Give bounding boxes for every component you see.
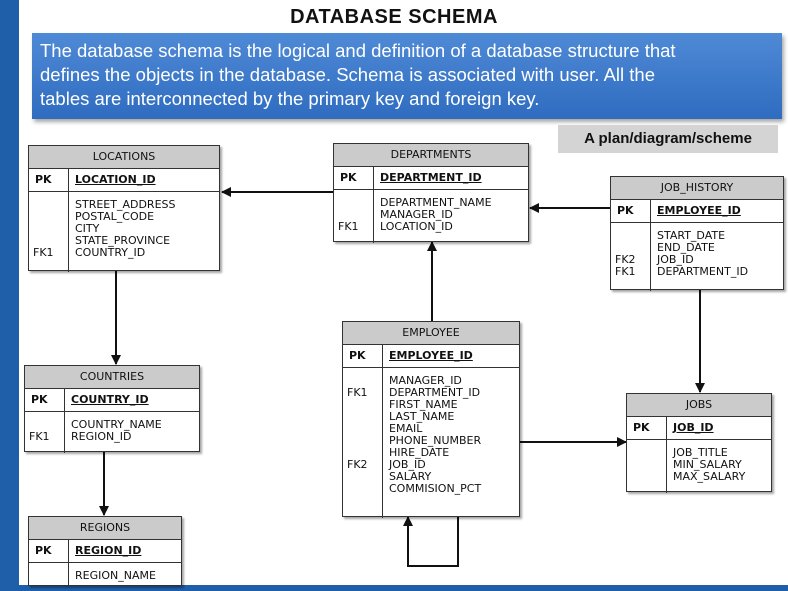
field: COMMISION_PCT	[389, 482, 482, 495]
key-label	[343, 423, 382, 435]
key-label: FK1	[615, 265, 636, 278]
key-label	[343, 471, 382, 483]
field: JOB_ID	[657, 253, 694, 266]
banner-line: defines the objects in the database. Sch…	[40, 64, 655, 85]
description-banner: The database schema is the logical and d…	[32, 33, 782, 119]
key-label: FK2	[347, 458, 368, 471]
key-label: FK1	[338, 220, 359, 233]
field: END_DATE	[657, 241, 715, 254]
field: DEPARTMENT_NAME	[380, 196, 492, 209]
field: MAX_SALARY	[673, 470, 746, 483]
pk-field: REGION_ID	[75, 544, 142, 557]
arrow-employee-self-reference	[403, 515, 459, 567]
key-label: FK2	[615, 253, 636, 266]
entity-employee: EMPLOYEE PK EMPLOYEE_ID FK1 FK2 MANAGER_…	[342, 321, 520, 518]
entity-jobs: JOBS PK JOB_ID JOB_TITLE MIN_SALARY MAX_…	[626, 393, 772, 493]
primary-key-row: PK COUNTRY_ID	[25, 389, 199, 412]
key-label	[627, 471, 666, 483]
key-label	[343, 399, 382, 411]
entity-title: EMPLOYEE	[343, 322, 519, 345]
field: START_DATE	[657, 229, 726, 242]
key-label	[29, 199, 68, 211]
field: DEPARTMENT_ID	[389, 386, 481, 399]
pk-label: PK	[627, 417, 667, 439]
pk-field: EMPLOYEE_ID	[389, 349, 473, 362]
key-label	[343, 411, 382, 423]
field: JOB_TITLE	[673, 446, 728, 459]
primary-key-row: PK JOB_ID	[627, 417, 771, 440]
field: JOB_ID	[389, 458, 426, 471]
field: CITY	[75, 222, 100, 235]
banner-line: tables are interconnected by the primary…	[40, 88, 540, 109]
primary-key-row: PK EMPLOYEE_ID	[343, 345, 519, 368]
field: FIRST_NAME	[389, 398, 458, 411]
field: DEPARTMENT_ID	[657, 265, 749, 278]
bottom-accent-bar	[19, 585, 788, 591]
field: LAST_NAME	[389, 410, 455, 423]
left-accent-bar	[0, 0, 19, 591]
entity-title: DEPARTMENTS	[334, 144, 528, 167]
key-label	[611, 230, 650, 242]
field: COUNTRY_ID	[75, 246, 146, 259]
key-label	[343, 435, 382, 447]
field: PHONE_NUMBER	[389, 434, 482, 447]
field: LOCATION_ID	[380, 220, 453, 233]
pk-label: PK	[334, 167, 374, 189]
field: REGION_ID	[71, 430, 132, 443]
primary-key-row: PK EMPLOYEE_ID	[611, 200, 783, 223]
primary-key-row: PK LOCATION_ID	[29, 169, 219, 192]
key-label	[334, 197, 373, 209]
primary-key-row: PK DEPARTMENT_ID	[334, 167, 528, 190]
entity-title: LOCATIONS	[29, 146, 219, 169]
pk-field: COUNTRY_ID	[71, 393, 149, 406]
entity-regions: REGIONS PK REGION_ID REGION_NAME	[28, 516, 182, 587]
key-label	[29, 223, 68, 235]
pk-field: JOB_ID	[673, 421, 714, 434]
primary-key-row: PK REGION_ID	[29, 540, 181, 563]
entity-title: REGIONS	[29, 517, 181, 540]
key-label	[343, 483, 382, 495]
field: EMAIL	[389, 422, 423, 435]
key-label: FK1	[33, 246, 54, 259]
field: SALARY	[389, 470, 432, 483]
pk-label: PK	[343, 345, 383, 367]
pk-field: EMPLOYEE_ID	[657, 204, 741, 217]
key-label	[627, 459, 666, 471]
key-label	[29, 211, 68, 223]
banner-line: The database schema is the logical and d…	[40, 40, 676, 61]
entity-locations: LOCATIONS PK LOCATION_ID FK1 STREET_ADDR…	[28, 145, 220, 272]
field: MANAGER_ID	[389, 374, 462, 387]
diagram-subtitle: A plan/diagram/scheme	[558, 125, 778, 153]
key-label: FK1	[347, 386, 368, 399]
entity-departments: DEPARTMENTS PK DEPARTMENT_ID FK1 DEPARTM…	[333, 143, 529, 243]
pk-label: PK	[25, 389, 65, 411]
entity-title: JOB_HISTORY	[611, 177, 783, 200]
field: HIRE_DATE	[389, 446, 450, 459]
field: STATE_PROVINCE	[75, 234, 171, 247]
field: REGION_NAME	[75, 569, 156, 582]
pk-field: LOCATION_ID	[75, 173, 156, 186]
entity-job-history: JOB_HISTORY PK EMPLOYEE_ID FK2 FK1 START…	[610, 176, 784, 291]
entity-title: COUNTRIES	[25, 366, 199, 389]
pk-field: DEPARTMENT_ID	[380, 171, 482, 184]
key-label	[627, 447, 666, 459]
page-title: DATABASE SCHEMA	[290, 6, 498, 28]
key-label: FK1	[29, 430, 50, 443]
field: MIN_SALARY	[673, 458, 742, 471]
entity-countries: COUNTRIES PK COUNTRY_ID FK1 COUNTRY_NAME…	[24, 365, 200, 453]
pk-label: PK	[29, 540, 69, 562]
pk-label: PK	[611, 200, 651, 222]
field: COUNTRY_NAME	[71, 418, 162, 431]
field: MANAGER_ID	[380, 208, 453, 221]
entity-title: JOBS	[627, 394, 771, 417]
field: STREET_ADDRESS	[75, 198, 176, 211]
key-label	[29, 570, 68, 582]
pk-label: PK	[29, 169, 69, 191]
field: POSTAL_CODE	[75, 210, 155, 223]
